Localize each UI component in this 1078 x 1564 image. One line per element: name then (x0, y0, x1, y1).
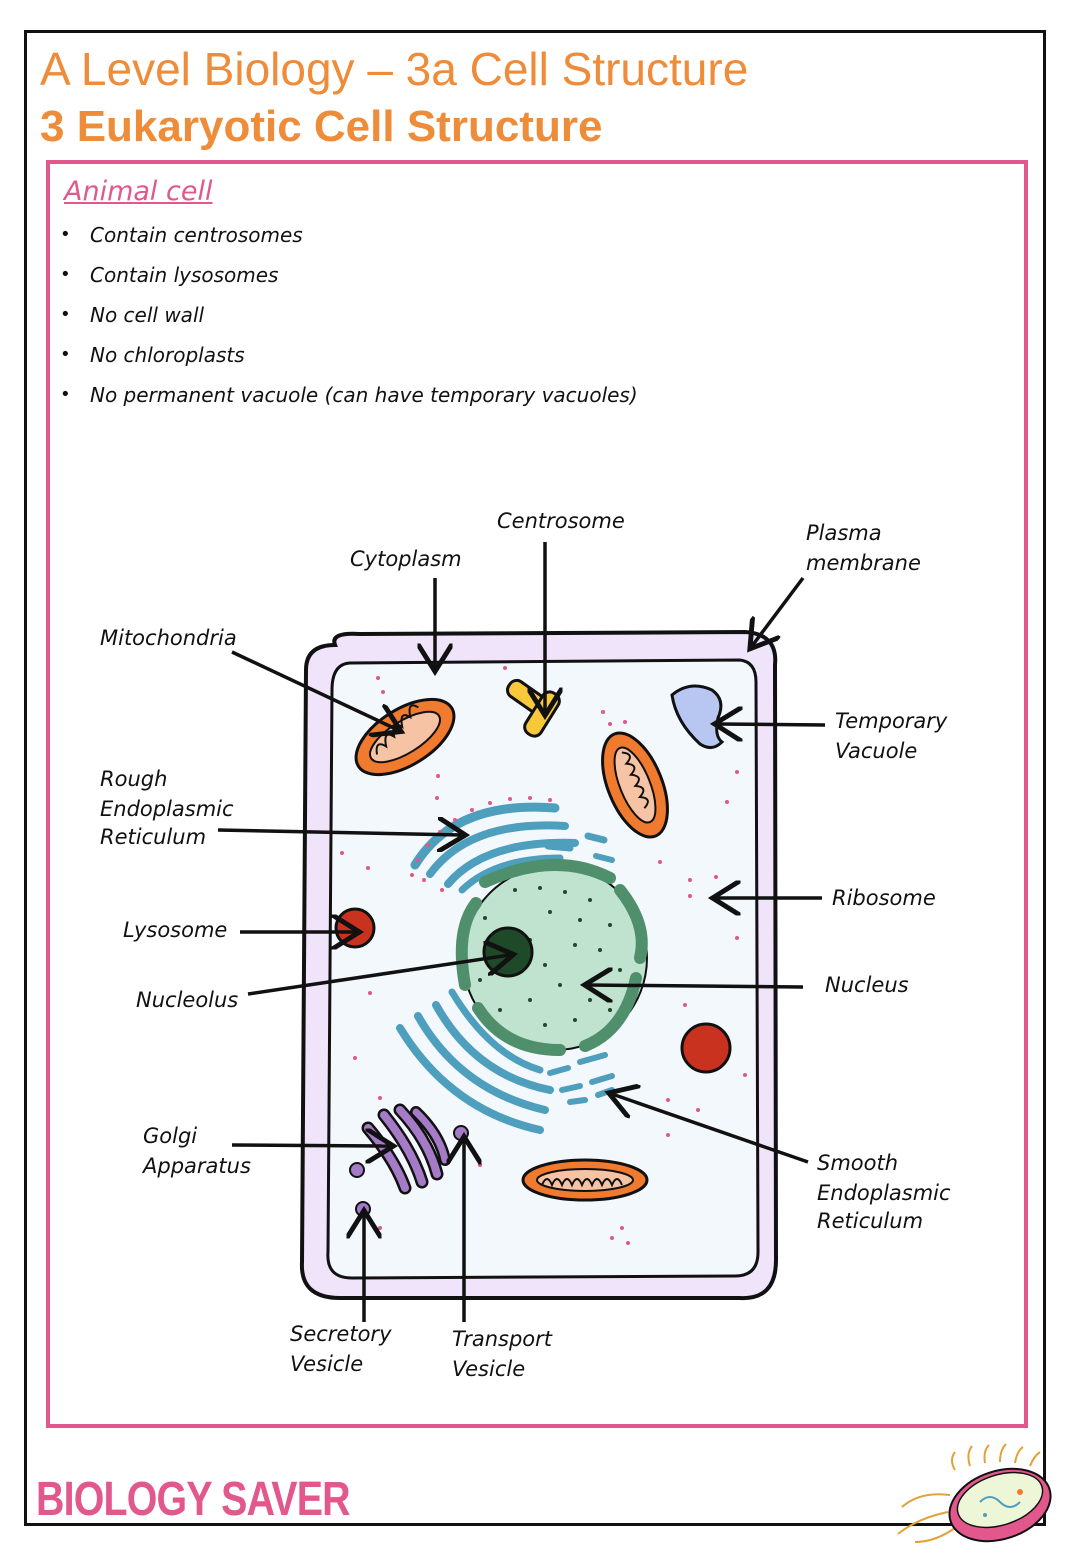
mitochondrion (521, 1158, 649, 1202)
secretory-vesicle (355, 1201, 371, 1217)
bullet-item: No permanent vacuole (can have temporary… (60, 380, 638, 420)
label-smooth-er: Reticulum (817, 1209, 923, 1233)
label-rough-er: Reticulum (100, 825, 206, 849)
label-plasma-membrane: Plasma (806, 521, 882, 545)
page-title: A Level Biology – 3a Cell Structure (40, 43, 749, 95)
label-cytoplasm: Cytoplasm (350, 547, 462, 571)
rough-er (396, 988, 554, 1134)
label-temporary-vacuole: Temporary (835, 709, 948, 733)
label-secretory-vesicle: Vesicle (290, 1352, 363, 1376)
bacterium-logo-icon (897, 1443, 1052, 1543)
nucleolus (482, 926, 534, 978)
label-ribosome: Ribosome (832, 886, 936, 910)
label-smooth-er: Smooth (817, 1151, 898, 1175)
page-subtitle: 3 Eukaryotic Cell Structure (40, 102, 603, 151)
bullet-item: Contain centrosomes (60, 220, 638, 260)
label-arrows (217, 542, 826, 1322)
label-golgi: Golgi (143, 1124, 197, 1148)
label-smooth-er: Endoplasmic (817, 1181, 951, 1205)
section-heading: Animal cell (64, 176, 213, 207)
ribosome-dots (340, 666, 747, 1245)
mitochondrion (601, 731, 669, 839)
vesicle (349, 1162, 365, 1178)
rough-er-ribosomes (410, 796, 552, 892)
label-nucleolus: Nucleolus (136, 988, 238, 1012)
bullet-item: No chloroplasts (60, 340, 638, 380)
transport-vesicle (453, 1125, 469, 1141)
label-nucleus: Nucleus (825, 973, 909, 997)
bullet-item: Contain lysosomes (60, 260, 638, 300)
nucleus (455, 859, 648, 1056)
label-rough-er: Rough (100, 767, 167, 791)
label-mitochondria: Mitochondria (100, 626, 237, 650)
label-temporary-vacuole: Vacuole (835, 739, 917, 763)
lysosome (334, 907, 376, 949)
content-box (46, 160, 1028, 1428)
page-frame (24, 30, 1046, 1526)
label-centrosome: Centrosome (497, 509, 625, 533)
bullet-list: Contain centrosomes Contain lysosomes No… (60, 220, 638, 420)
brand-logo: BIOLOGY SAVER (36, 1473, 351, 1526)
label-golgi: Apparatus (141, 1154, 251, 1178)
bullet-item: No cell wall (60, 300, 638, 340)
label-rough-er: Endoplasmic (100, 797, 234, 821)
label-secretory-vesicle: Secretory (290, 1322, 392, 1346)
label-plasma-membrane: membrane (806, 551, 921, 575)
label-lysosome: Lysosome (123, 918, 227, 942)
lysosome (680, 1022, 732, 1074)
label-transport-vesicle: Vesicle (452, 1357, 525, 1381)
label-transport-vesicle: Transport (452, 1327, 553, 1351)
